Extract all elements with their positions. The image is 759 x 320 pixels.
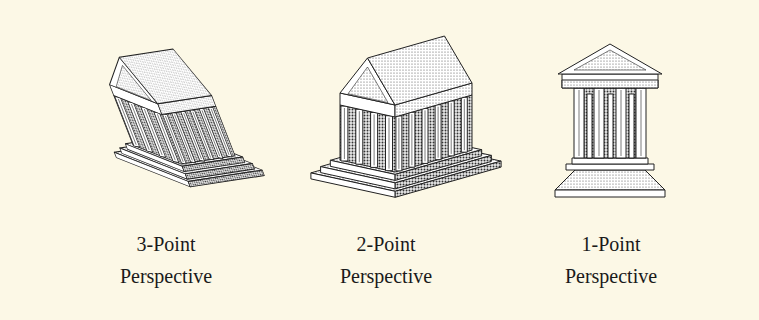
caption: 2-Point Perspective	[324, 228, 448, 292]
caption: 1-Point Perspective	[549, 228, 673, 292]
caption: 3-Point Perspective	[104, 228, 228, 292]
one-point-temple	[555, 44, 665, 197]
two-point-temple	[311, 36, 501, 197]
three-point-temple	[66, 29, 275, 203]
